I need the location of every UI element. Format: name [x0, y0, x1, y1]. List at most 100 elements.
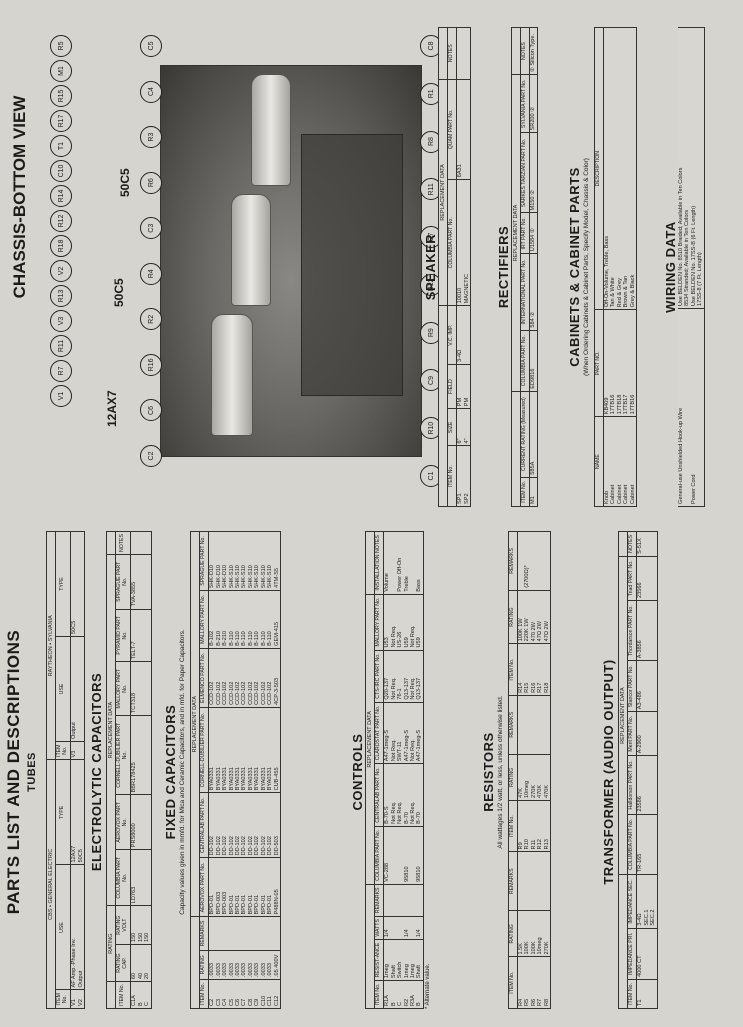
table-cell [456, 27, 464, 80]
column-header: INTERNATIONAL PART No. [520, 253, 530, 331]
table-cell [463, 305, 471, 365]
table-cell: 4000 CT [636, 928, 644, 980]
tube-v2-image [251, 74, 291, 186]
table-cell: .0033 [208, 950, 216, 980]
column-header: SPRAGUE PART No. [199, 531, 209, 591]
table-cell [650, 556, 658, 601]
table-cell: 17TB16 [629, 309, 637, 417]
tube-label-v3: 50C5 [112, 278, 126, 307]
table-cell [650, 928, 658, 980]
callout-label: V3 [50, 310, 72, 332]
column-header: IMPEDANCE SEC. [627, 874, 637, 929]
table-cell: A-2900 [636, 711, 644, 756]
table-cell: Knob [603, 416, 611, 507]
column-header: Triad PART No. [627, 556, 637, 601]
table-cell: TCT318 [130, 661, 138, 716]
chassis-pan [301, 134, 403, 396]
table-cell [144, 849, 152, 906]
callout-label: R4 [140, 262, 162, 285]
column-header: ITEM No. [508, 800, 518, 852]
table-cell: 4TM-S5 [273, 531, 281, 591]
speaker-heading: SPEAKER [423, 233, 438, 301]
table-cell [650, 600, 658, 661]
column-header: NOTES [520, 27, 530, 75]
transformer-heading: TRANSFORMER (AUDIO OUTPUT) [601, 659, 616, 885]
callout-label: R7 [50, 360, 72, 382]
table-cell: BYA0331 [208, 707, 216, 793]
column-header: NOTES [447, 27, 457, 80]
parts-list-column: PARTS LIST AND DESCRIPTIONS TUBES CBS • … [0, 517, 743, 1017]
column-header: RESIST-ANCE [374, 939, 384, 981]
column-header: CTS-IRC PART No. [374, 650, 384, 703]
callout-label: R14 [50, 185, 72, 207]
speaker-sub: REPLACEMENT DATA [438, 79, 448, 306]
table-cell: R8 [543, 957, 551, 1009]
column-header: V.C. IMP. [447, 305, 457, 365]
rectifiers-heading: RECTIFIERS [496, 225, 511, 309]
callout-label: R15 [50, 85, 72, 107]
table-row: 17SS-8 (7 Ft. Length) [697, 27, 705, 507]
callout-label: C4 [140, 80, 162, 103]
column-header: ITEM No. [115, 981, 131, 1009]
table-cell: 150 [144, 905, 152, 945]
table-cell [144, 715, 152, 795]
column-header: NAME [594, 416, 604, 507]
table-cell: 150 [130, 905, 138, 945]
table-cell [543, 531, 551, 591]
column-header: CORNELL-DUBILIER PART No. [199, 707, 209, 793]
table-cell: U59 [416, 594, 424, 651]
table-cell [650, 814, 658, 875]
table-cell: Q20-137 [383, 650, 391, 703]
column-header: NOTES [627, 531, 637, 557]
table-cell: 1/4 [416, 916, 424, 940]
tubes-col: TYPE [55, 760, 71, 865]
callout-label: R6 [140, 171, 162, 194]
table-cell: 1.5K [517, 910, 525, 957]
table-cell: R14 [517, 643, 525, 696]
column-header: RATING [508, 590, 518, 644]
column-header: ITEM No. [199, 979, 209, 1009]
table-cell: GEM-415 [273, 590, 281, 649]
column-header: IRT PART No. [520, 212, 530, 254]
table-cell [144, 794, 152, 850]
column-header: COLUMBIA PART No. [520, 330, 530, 392]
table-cell: P488N-05 [273, 857, 281, 917]
table-cell: 5HK-D10 [208, 531, 216, 591]
callout-label: C2 [140, 445, 162, 467]
table-cell: S-51X [636, 531, 644, 557]
parts-list-title: PARTS LIST AND DESCRIPTIONS [4, 629, 23, 915]
table-cell: A47-1meg-S [383, 702, 391, 764]
table-cell [463, 79, 471, 180]
column-header: Stancor PART No. [627, 660, 637, 712]
table-cell: 10010 [456, 179, 464, 306]
table-cell: C1A [130, 981, 138, 1009]
table-cell [543, 695, 551, 755]
table-cell: C [144, 981, 152, 1009]
column-header: Thordarson PART No. [627, 600, 637, 661]
table-cell [144, 554, 152, 610]
table-cell [650, 979, 658, 1009]
table-cell: PM [456, 364, 464, 409]
column-header: COLUMBIA PART No. [627, 814, 637, 875]
column-header: PYRAMID PART No. [115, 609, 131, 662]
table-cell: TR-165 [636, 814, 644, 875]
table-cell: 23586 [636, 755, 644, 815]
chassis-photo [160, 65, 422, 457]
column-header: ITEM No. [508, 957, 518, 1009]
column-header: ITEM No. [627, 979, 637, 1009]
table-cell: DD-102 [208, 792, 216, 858]
table-cell: TVA-3855 [130, 554, 138, 610]
table-cell: MAGNETIC [463, 179, 471, 306]
table-cell: C2 [208, 979, 216, 1009]
callout-label: R3 [140, 126, 162, 149]
tubes-col: ITEM No. [55, 741, 71, 760]
tubes-table-wrap: CBS • GENERAL ELECTRIC RAYTHEON • SYLVAN… [46, 531, 86, 1009]
